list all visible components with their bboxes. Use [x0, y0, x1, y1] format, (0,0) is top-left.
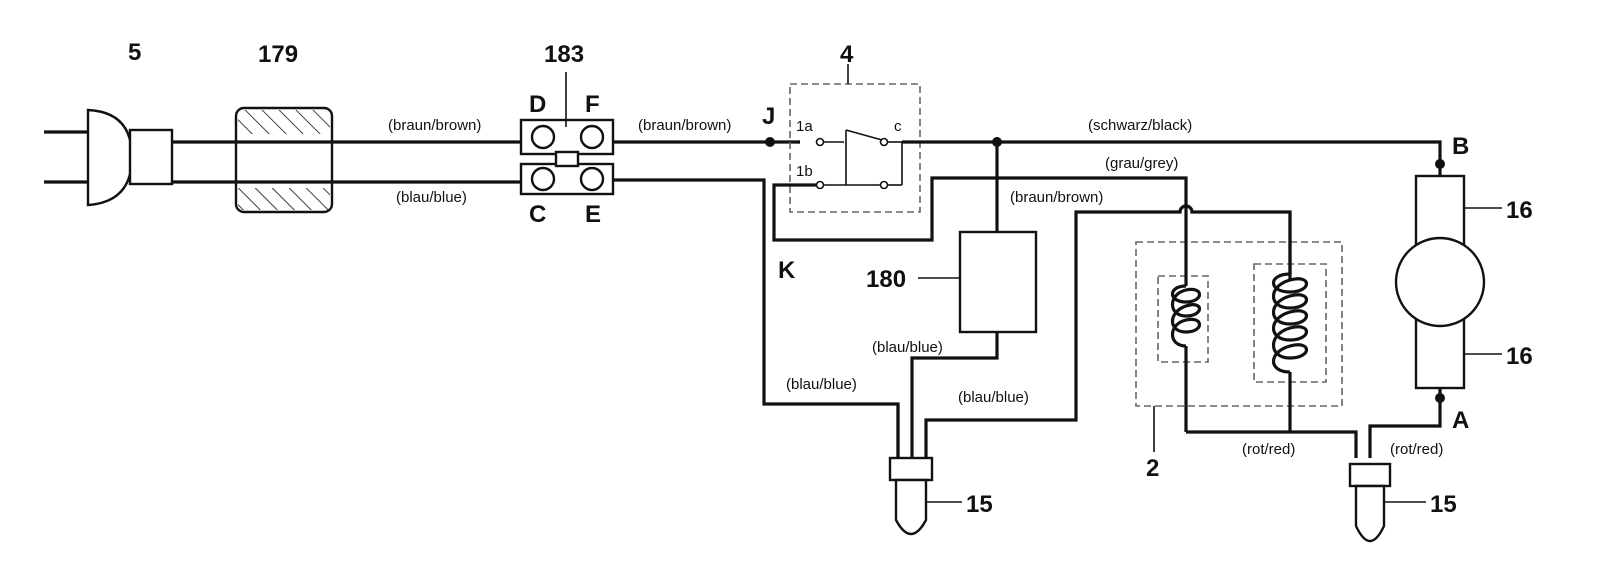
- label-plug: 5: [128, 39, 141, 66]
- field-coil-left: [1170, 284, 1202, 348]
- terminal-block-bridge: [554, 150, 580, 168]
- switch-contact-c: [879, 137, 889, 147]
- label-terminal-block: 183: [544, 41, 584, 68]
- ferrite-core: [234, 106, 334, 214]
- wire-connector-left: [888, 404, 962, 536]
- terminal-F-screw: [579, 124, 605, 150]
- label-motor-bottom: 16: [1506, 343, 1533, 370]
- label-terminal-K: K: [778, 257, 796, 284]
- terminal-E-screw: [579, 166, 605, 192]
- label-switch: 4: [840, 41, 854, 68]
- wire-label-red-left: (rot/red): [1242, 441, 1295, 458]
- suppressor-box: [958, 230, 1038, 334]
- wire-label-K-blue: (blau/blue): [786, 376, 857, 393]
- junction-J: [765, 137, 775, 147]
- label-ferrite: 179: [258, 41, 298, 68]
- wire-label-plug-brown: (braun/brown): [388, 117, 481, 134]
- label-terminal-B: B: [1452, 133, 1469, 160]
- wire-black-to-motor: [902, 140, 1442, 162]
- label-terminal-J: J: [762, 103, 775, 130]
- wire-red-coil: [1186, 430, 1358, 458]
- wire-connector-right: [1348, 462, 1426, 543]
- wire-label-coil-blue: (blau/blue): [958, 389, 1029, 406]
- switch: [772, 64, 1188, 242]
- label-terminal-D: D: [529, 91, 546, 118]
- field-coil-right: [1271, 272, 1309, 374]
- label-suppressor: 180: [866, 266, 906, 293]
- label-terminal-F: F: [585, 91, 600, 118]
- terminal-C-screw: [530, 166, 556, 192]
- connector-left-body: [894, 478, 928, 536]
- label-field-coils: 2: [1146, 455, 1159, 482]
- connector-right-body: [1354, 484, 1386, 543]
- wire-blue-K: [613, 178, 900, 458]
- plug-neck: [128, 128, 174, 186]
- motor-armature: [1394, 236, 1486, 328]
- wire-label-block-brown: (braun/brown): [638, 117, 731, 134]
- label-connector-left: 15: [966, 491, 993, 518]
- wire-label-plug-blue: (blau/blue): [396, 189, 467, 206]
- switch-contact-1b: [815, 180, 825, 190]
- switch-contact-out: [879, 180, 889, 190]
- terminal-block: [519, 72, 615, 196]
- motor: [1394, 159, 1502, 403]
- wire-brown-coil: [924, 204, 1292, 458]
- field-coils: [1135, 212, 1343, 452]
- label-terminal-A: A: [1452, 407, 1469, 434]
- label-switch-1a: 1a: [796, 118, 813, 135]
- label-switch-1b: 1b: [796, 163, 813, 180]
- field-coils-housing: [1135, 241, 1343, 407]
- field-coil-left-box: [1157, 275, 1209, 363]
- wire-label-grey: (grau/grey): [1105, 155, 1178, 172]
- label-terminal-C: C: [529, 201, 546, 228]
- wire-label-red-right: (rot/red): [1390, 441, 1443, 458]
- wire-label-cap-blue: (blau/blue): [872, 339, 943, 356]
- label-switch-c: c: [894, 118, 902, 135]
- plug-body: [86, 108, 134, 207]
- label-motor-top: 16: [1506, 197, 1533, 224]
- label-terminal-E: E: [585, 201, 601, 228]
- label-connector-right: 15: [1430, 491, 1457, 518]
- switch-lever-top: [845, 129, 883, 141]
- connector-right-cap: [1348, 462, 1392, 488]
- switch-contact-1a: [815, 137, 825, 147]
- wire-label-black: (schwarz/black): [1088, 117, 1192, 134]
- terminal-D-screw: [530, 124, 556, 150]
- wire-cap-blue: [910, 332, 999, 458]
- switch-housing: [789, 83, 921, 213]
- mains-plug: [44, 108, 174, 207]
- wire-label-brown-coil: (braun/brown): [1010, 189, 1103, 206]
- wire-red-motor: [1368, 400, 1442, 458]
- connector-left-cap: [888, 456, 934, 482]
